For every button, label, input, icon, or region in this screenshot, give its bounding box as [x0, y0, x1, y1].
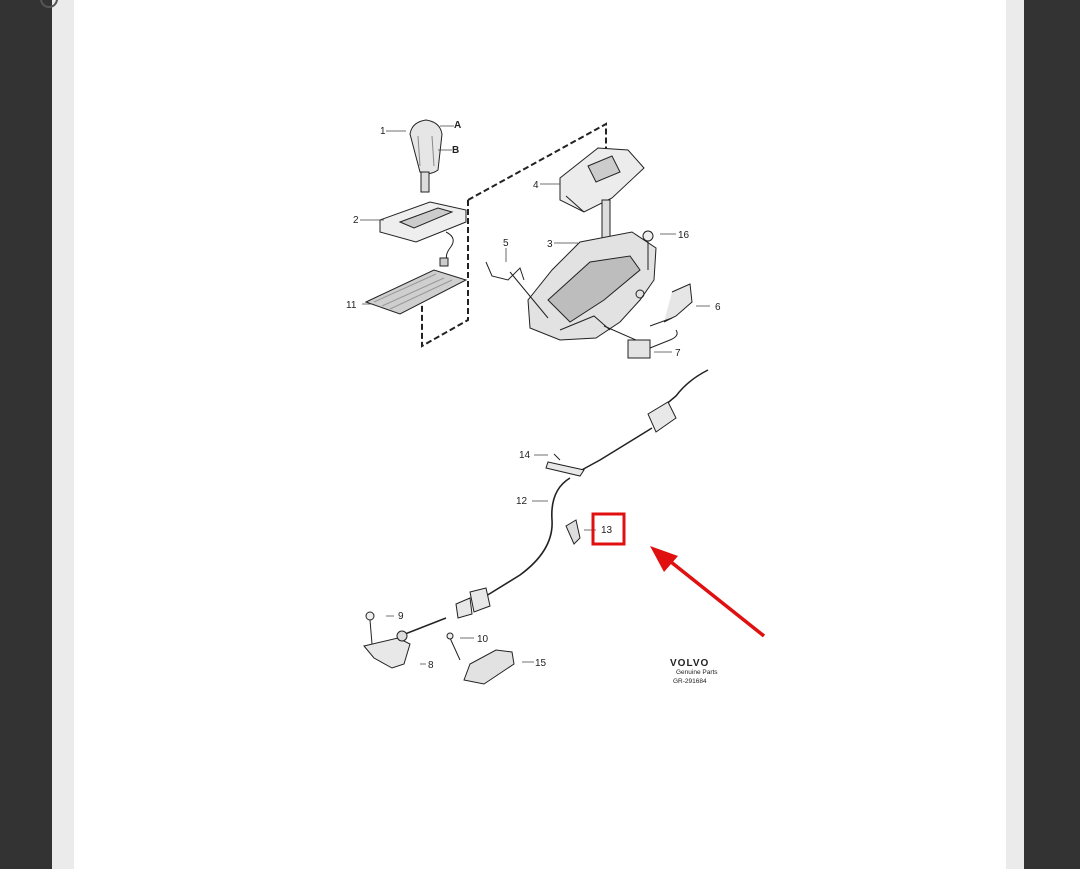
- lever-8-part: [363, 637, 411, 669]
- mat-part: [364, 269, 468, 315]
- dashed-group-outline: [421, 122, 607, 348]
- callout-2: 2: [353, 215, 359, 226]
- cable-upper: [663, 369, 709, 407]
- callout-4: 4: [533, 180, 539, 191]
- callout-3: 3: [547, 239, 553, 250]
- callout-8: 8: [428, 660, 434, 671]
- callout-5: 5: [503, 238, 509, 249]
- callout-10: 10: [477, 634, 489, 645]
- callout-6: 6: [715, 302, 721, 313]
- brand-tagline: Genuine Parts: [676, 669, 718, 676]
- callout-16: 16: [678, 230, 690, 241]
- callout-A: A: [454, 120, 461, 131]
- highlight-box: [591, 512, 626, 546]
- document-page: [74, 0, 1006, 869]
- callout-12: 12: [516, 496, 528, 507]
- bracket-15-part: [463, 649, 515, 685]
- callout-14: 14: [519, 450, 531, 461]
- gate-cover-part: [379, 201, 467, 267]
- shifter-assembly-part: [527, 199, 657, 341]
- viewer-background-right: [1024, 0, 1080, 869]
- control-module-part: [603, 325, 678, 359]
- diagram-code: GR-291684: [673, 678, 707, 685]
- callout-13: 13: [601, 525, 613, 536]
- nut-part: [642, 230, 654, 242]
- console-cover-part: [559, 147, 645, 213]
- page-margin-left: [52, 0, 74, 869]
- callout-7: 7: [675, 348, 681, 359]
- bracket-part: [649, 283, 693, 327]
- callout-1: 1: [380, 126, 386, 137]
- viewer-background-left: [0, 0, 52, 869]
- callout-15: 15: [535, 658, 547, 669]
- wiring-part: [485, 261, 525, 281]
- clip-13-part: [565, 519, 581, 545]
- cable-12: [485, 477, 571, 597]
- red-arrow: [650, 546, 766, 638]
- bolt-10-part: [449, 637, 461, 661]
- gear-knob-part: [409, 119, 443, 193]
- callout-9: 9: [398, 611, 404, 622]
- callout-B: B: [452, 145, 459, 156]
- brand-logo: VOLVO: [670, 658, 709, 669]
- callout-11: 11: [346, 300, 357, 311]
- nut-9-part: [365, 611, 375, 621]
- page-margin-right: [1006, 0, 1024, 869]
- clip-14-part: [545, 461, 585, 477]
